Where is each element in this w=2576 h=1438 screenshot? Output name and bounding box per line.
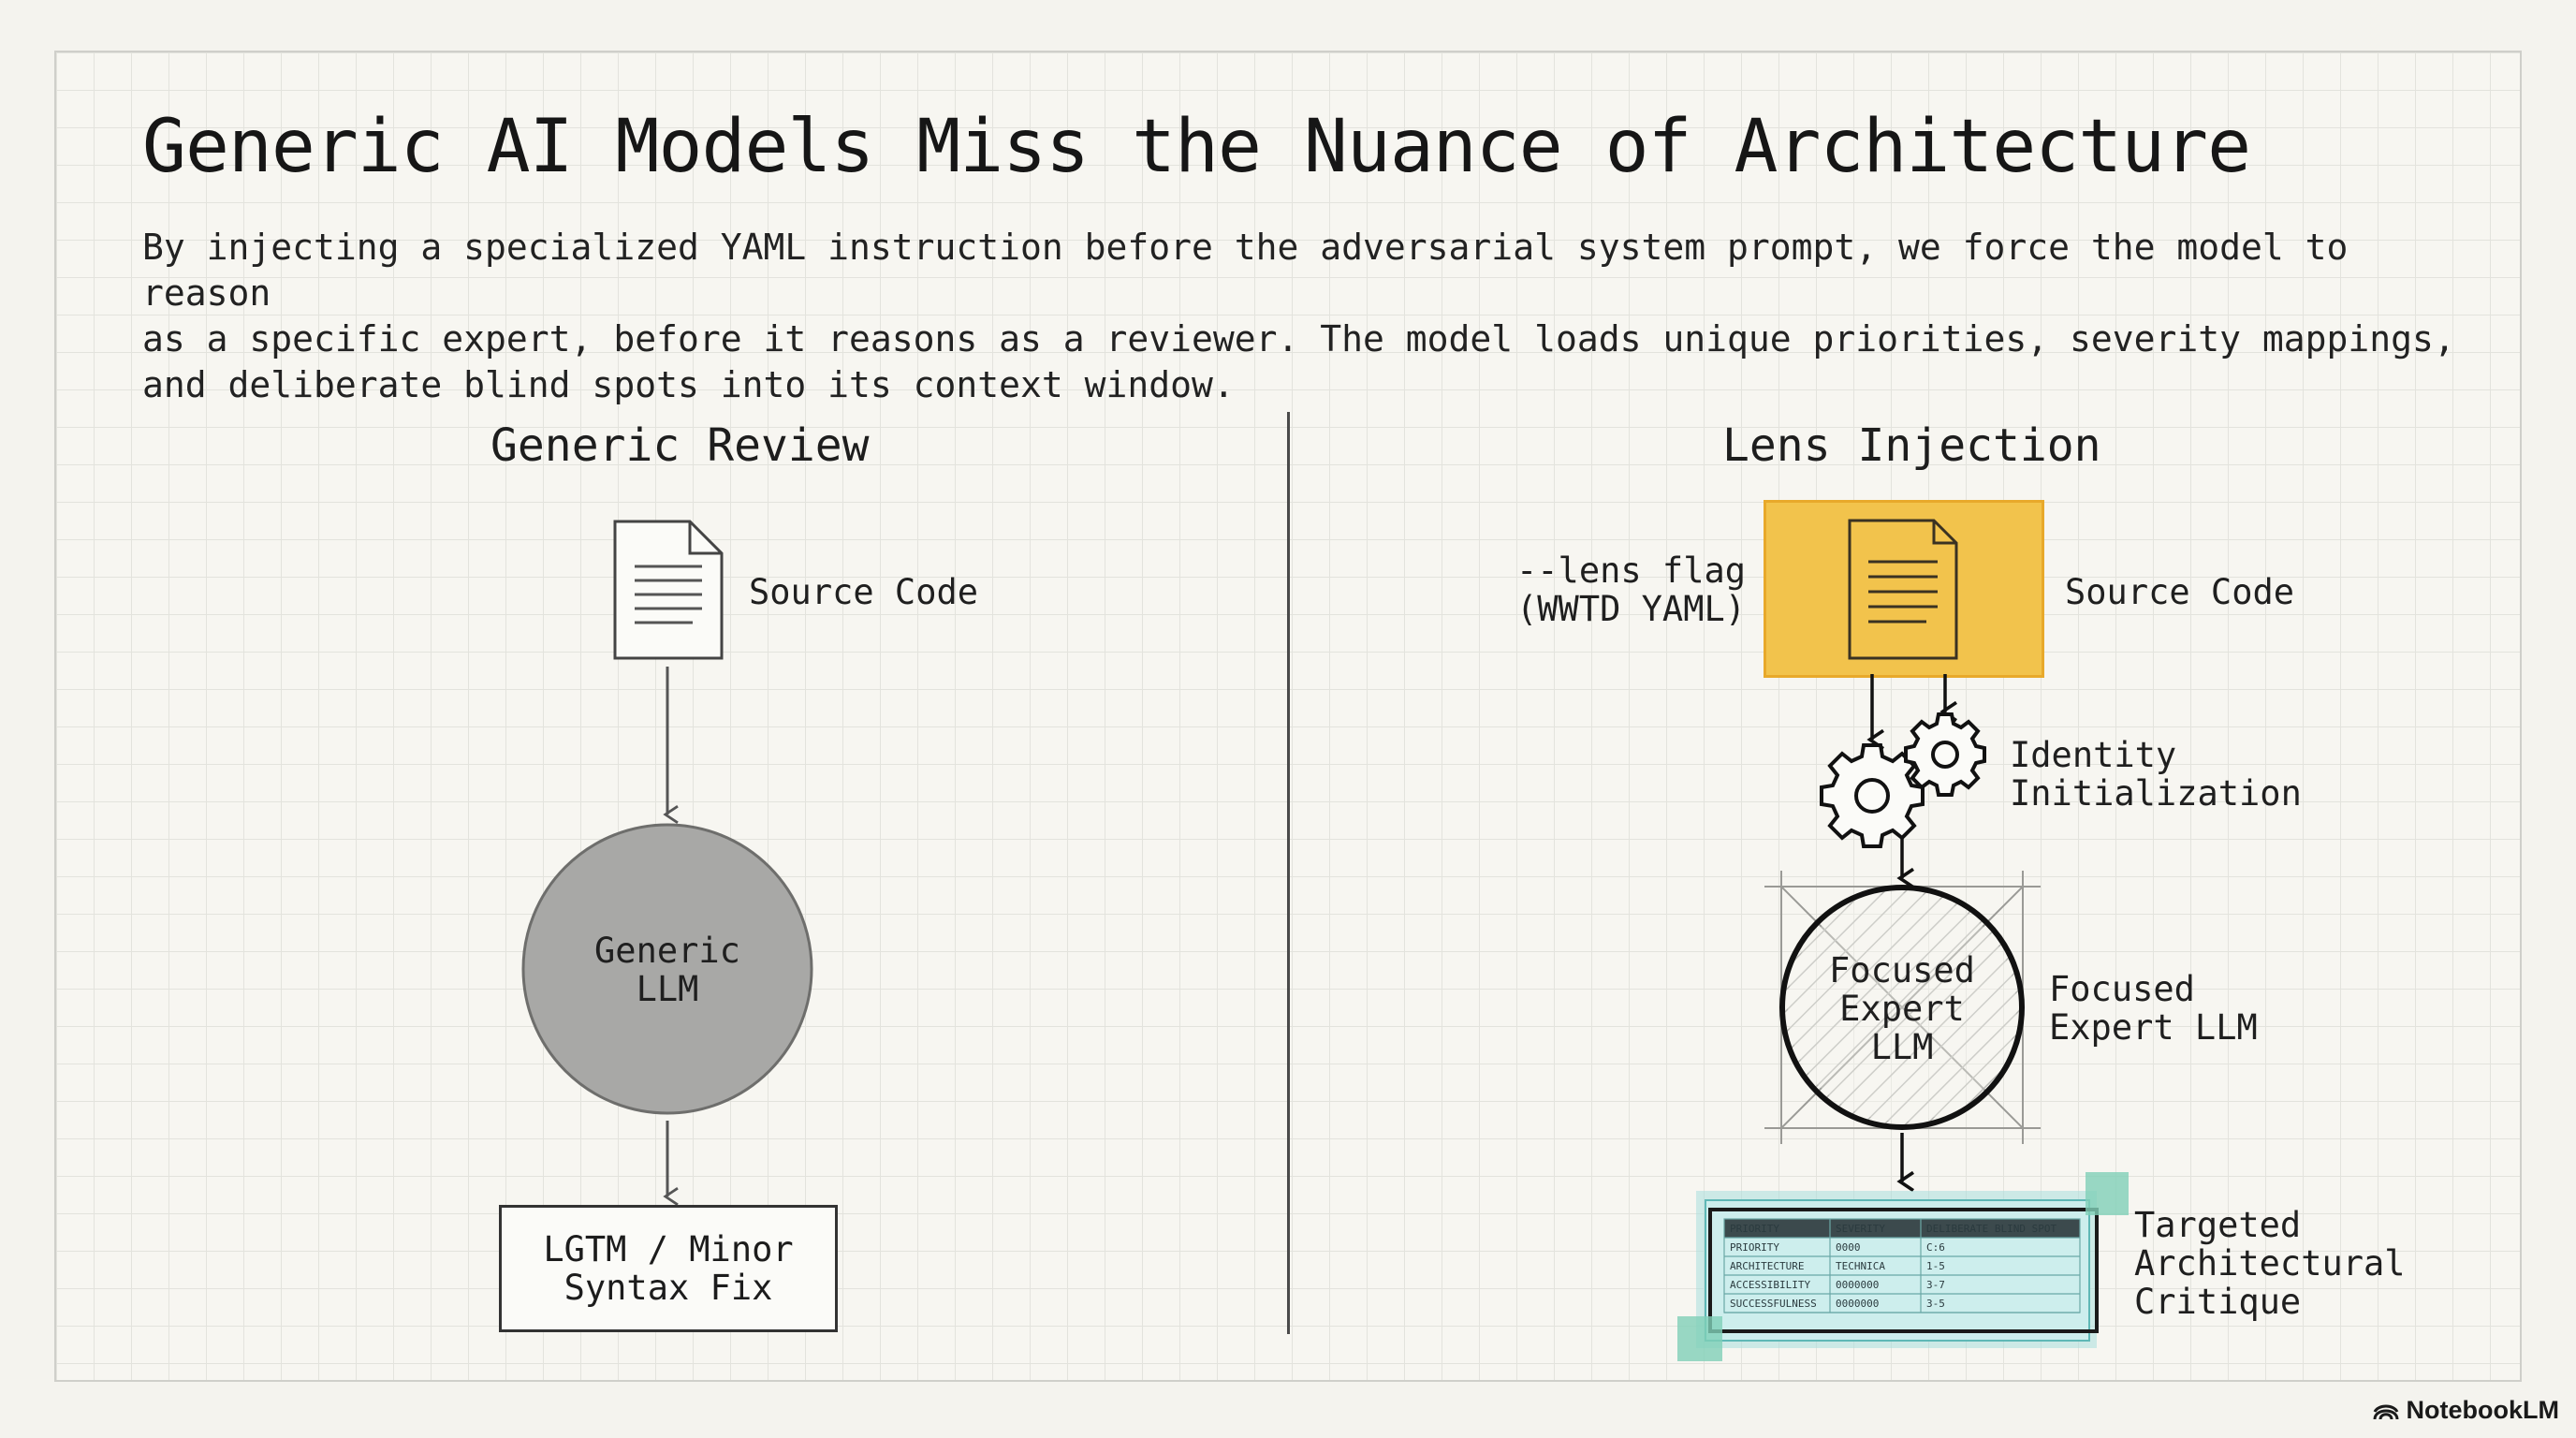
critique-table-header-cell: DELIBERATE BLIND SPOT [1926, 1223, 2056, 1235]
gear-icon-large [1820, 743, 1925, 848]
page-title: Generic AI Models Miss the Nuance of Arc… [142, 105, 2251, 189]
document-icon [613, 520, 724, 660]
generic-llm-label: Generic LLM [594, 931, 740, 1009]
targeted-architectural-critique-label: Targeted Architectural Critique [2134, 1205, 2406, 1322]
column-divider [1287, 412, 1290, 1334]
critique-table: PRIORITY SEVERITY DELIBERATE BLIND SPOT PRI… [1677, 1172, 2129, 1361]
critique-table-cell: ACCESSIBILITY [1730, 1279, 1810, 1291]
lens-injection-heading: Lens Injection [1722, 419, 2101, 472]
focused-expert-llm-circle [1779, 885, 2025, 1130]
document-icon-highlighted [1848, 519, 1958, 660]
critique-table-cell: 1-5 [1926, 1260, 1945, 1272]
output-box-lgtm-label: LGTM / Minor Syntax Fix [543, 1229, 794, 1308]
critique-table-header-cell: SEVERITY [1836, 1223, 1885, 1235]
critique-table-cell: 0000000 [1836, 1279, 1879, 1291]
gear-icon-small [1904, 712, 1986, 797]
left-source-code-label: Source Code [749, 572, 979, 612]
critique-table-cell: 3-7 [1926, 1279, 1945, 1291]
brand-mark: NotebookLM [2373, 1396, 2559, 1425]
generic-review-heading: Generic Review [490, 419, 870, 472]
critique-table-cell: PRIORITY [1730, 1241, 1779, 1254]
output-box-lgtm: LGTM / Minor Syntax Fix [499, 1205, 838, 1332]
page-subtitle: By injecting a specialized YAML instruct… [142, 227, 2455, 405]
generic-llm-circle [521, 823, 813, 1115]
critique-table-cell: ARCHITECTURE [1730, 1260, 1804, 1272]
focused-expert-llm-inner-label: Focused Expert LLM [1829, 950, 1975, 1067]
critique-table-cell: 0000 [1836, 1241, 1861, 1254]
brand-name: NotebookLM [2406, 1396, 2559, 1424]
focused-expert-llm-side-label: Focused Expert LLM [2049, 969, 2258, 1048]
critique-table-cell: 3-5 [1926, 1298, 1945, 1310]
critique-table-cell: SUCCESSFULNESS [1730, 1298, 1817, 1310]
critique-table-cell: 0000000 [1836, 1298, 1879, 1310]
lens-flag-label: --lens flag (WWTD YAML) [1516, 550, 1747, 629]
identity-initialization-label: Identity Initialization [2010, 735, 2302, 814]
critique-table-cell: TECHNICA [1836, 1260, 1885, 1272]
right-source-code-label: Source Code [2065, 572, 2295, 612]
critique-table-cell: C:6 [1926, 1241, 1945, 1254]
notebooklm-logo-icon [2373, 1404, 2399, 1419]
critique-table-header-cell: PRIORITY [1730, 1223, 1779, 1235]
